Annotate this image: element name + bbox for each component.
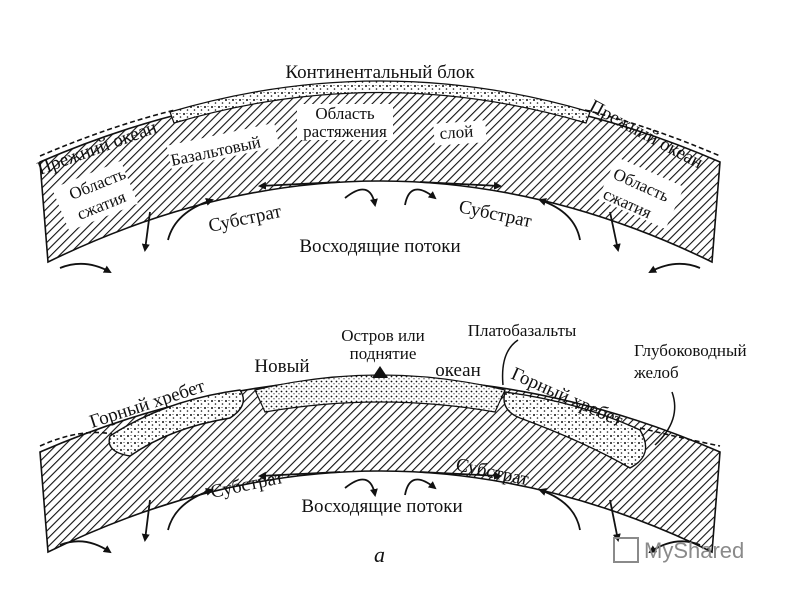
- label-ocean: океан: [435, 360, 481, 381]
- label-caption: а: [374, 542, 385, 567]
- label-substrate-right: Субстрат: [457, 196, 534, 232]
- label-plateau-basalts: Платобазальты: [468, 321, 577, 340]
- label-island-1: Остров или: [341, 326, 424, 345]
- patch: [297, 104, 393, 140]
- patch: [166, 122, 280, 170]
- trench-pointer: [654, 391, 676, 446]
- top-diagram: Континентальный блок Прежний океан Прежн…: [35, 62, 721, 273]
- label-trench-2: желоб: [633, 363, 679, 382]
- patch: [597, 156, 685, 230]
- bottom-new-ocean: [254, 374, 506, 413]
- label-substrate-left: Субстрат: [207, 201, 284, 237]
- top-ocean-layer-left: [39, 109, 176, 157]
- watermark-text: MyShared: [644, 538, 744, 563]
- bottom-flow-arrows: [59, 471, 701, 554]
- label-upflows-top: Восходящие потоки: [299, 236, 460, 257]
- patch: [52, 160, 138, 232]
- bottom-mountain-right: [503, 391, 647, 469]
- top-flow-arrows: [59, 181, 701, 273]
- plateau-pointer: [501, 339, 519, 386]
- bottom-island: [372, 366, 388, 378]
- bottom-ocean-layer-right: [639, 427, 721, 447]
- label-stretch-1: Область: [315, 104, 375, 123]
- watermark: MyShared: [613, 537, 744, 563]
- label-trench-1: Глубоководный: [634, 341, 747, 360]
- top-continental-block: [169, 80, 591, 124]
- label-island-2: поднятие: [350, 344, 417, 363]
- bottom-diagram: Горный хребет Новый Остров или поднятие …: [39, 321, 747, 567]
- label-stretch-2: растяжения: [303, 122, 387, 141]
- label-layer: слой: [439, 122, 474, 143]
- bottom-mountain-left: [108, 389, 244, 457]
- patch: [433, 120, 487, 146]
- label-upflows-bottom: Восходящие потоки: [301, 496, 462, 517]
- label-continental-block: Континентальный блок: [285, 62, 475, 83]
- bottom-ocean-layer-left: [39, 431, 113, 447]
- label-new: Новый: [254, 356, 309, 377]
- watermark-icon: [613, 537, 639, 563]
